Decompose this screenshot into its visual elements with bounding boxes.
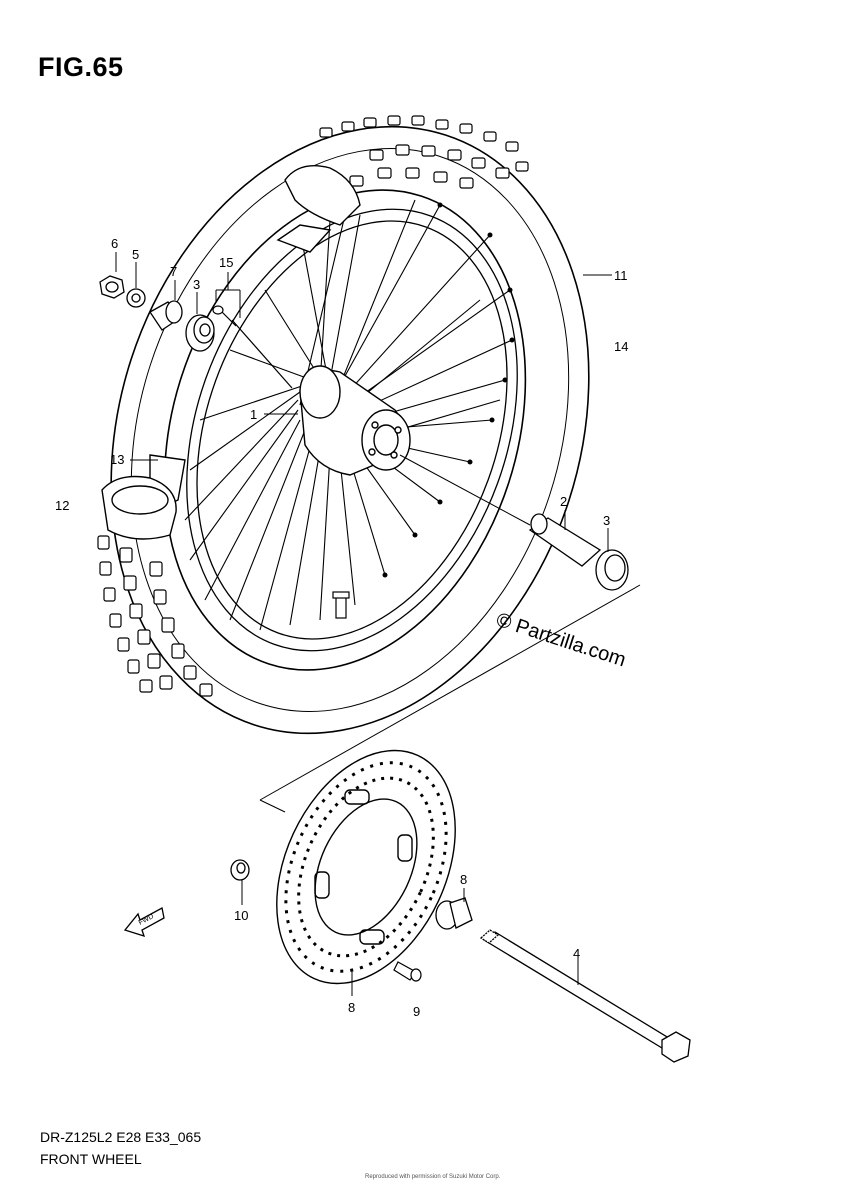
washer [126,288,146,308]
callout-8-bottom: 8 [348,1000,355,1015]
callout-3-left: 3 [193,277,200,292]
tire-valve [332,591,350,619]
tire [110,125,590,735]
callout-7: 7 [170,264,177,279]
front-axle [479,929,691,1063]
callout-10: 10 [234,908,248,923]
callout-13: 13 [110,452,124,467]
right-bearing [595,549,629,591]
disc-bolt [393,961,422,982]
spoke-set [212,305,293,389]
callout-11: 11 [614,268,628,283]
callout-12: 12 [55,498,69,513]
tire-tread-bottom [97,535,213,697]
callout-8-right: 8 [460,872,467,887]
tire-tread-top [319,115,529,189]
callout-3-right: 3 [603,513,610,528]
axle-centerline [259,454,641,813]
callout-2: 2 [560,494,567,509]
hub [299,365,411,476]
spacer-collar [149,300,183,331]
axle-nut [99,275,125,299]
figure-title: FIG.65 [38,52,124,82]
spoke-nipples [382,202,515,578]
forward-arrow-icon: FWD [123,907,165,938]
model-code: DR-Z125L2 E28 E33_065 [40,1129,202,1145]
tire-cross-section-top [276,165,361,253]
left-bearing [185,314,215,352]
footer-note: Reproduced with permission of Suzuki Mot… [365,1174,501,1180]
callout-9: 9 [413,1004,420,1019]
leader-lines [115,252,612,996]
callout-1: 1 [250,407,257,422]
disc-collar [230,859,250,881]
figure-name: FRONT WHEEL [40,1151,142,1167]
callout-15: 15 [219,255,233,270]
callout-14: 14 [614,339,628,354]
callout-5: 5 [132,247,139,262]
brake-disc [276,749,456,985]
callout-4: 4 [573,946,580,961]
tube-cross-section [101,475,177,540]
partzilla-watermark: © Partzilla.com [493,609,628,672]
distance-collar [528,513,602,567]
rim [186,208,518,652]
callout-6: 6 [111,236,118,251]
callout-labels: 6 5 7 3 15 1 13 12 11 14 2 3 8 4 10 8 9 [55,236,628,1019]
right-collar [435,897,473,930]
